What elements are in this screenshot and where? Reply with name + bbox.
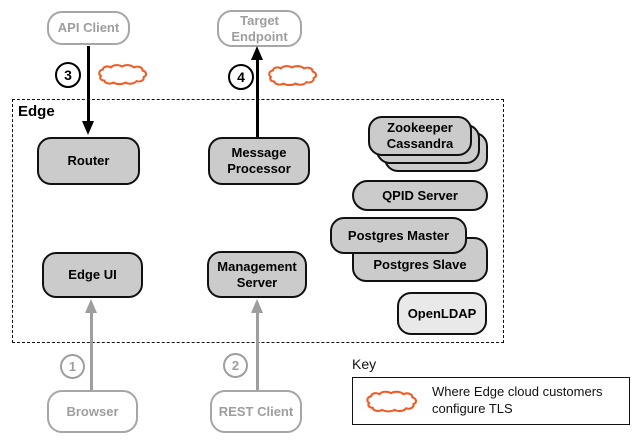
zookeeper-label: Zookeeper	[387, 120, 453, 136]
step-3-marker: 3	[55, 62, 81, 88]
rest-client-node: REST Client	[210, 390, 302, 433]
arrow-3-line	[87, 46, 90, 122]
edge-ui-node: Edge UI	[42, 252, 143, 298]
arrow-4-head	[251, 46, 263, 60]
step-4-marker: 4	[228, 64, 254, 90]
arrow-4-line	[256, 58, 259, 138]
postgres-master-node: Postgres Master	[330, 217, 467, 254]
router-node: Router	[37, 137, 140, 185]
browser-node: Browser	[47, 390, 138, 433]
management-server-node: Management Server	[207, 251, 307, 298]
arrow-1-head	[85, 299, 97, 313]
openldap-node: OpenLDAP	[397, 292, 487, 335]
zookeeper-cassandra-node: Zookeeper Cassandra	[368, 116, 472, 156]
edge-zone-label: Edge	[18, 103, 55, 120]
arrow-1-line	[90, 311, 93, 390]
arrow-2-line	[256, 311, 259, 390]
tls-cloud-icon	[366, 390, 417, 412]
key-legend-text: Where Edge cloud customers configure TLS	[432, 384, 603, 416]
tls-cloud-icon	[268, 65, 317, 86]
step-1-marker: 1	[60, 354, 85, 379]
arrow-3-head	[82, 121, 94, 135]
message-processor-node: Message Processor	[208, 137, 310, 185]
qpid-server-node: QPID Server	[352, 180, 488, 211]
arrow-2-head	[251, 299, 263, 313]
key-title: Key	[352, 356, 377, 372]
cassandra-label: Cassandra	[386, 136, 454, 151]
target-endpoint-node: Target Endpoint	[217, 10, 302, 47]
key-legend-box: Where Edge cloud customers configure TLS	[352, 377, 630, 425]
tls-cloud-icon	[98, 64, 147, 85]
api-client-node: API Client	[47, 11, 130, 45]
step-2-marker: 2	[223, 353, 248, 378]
